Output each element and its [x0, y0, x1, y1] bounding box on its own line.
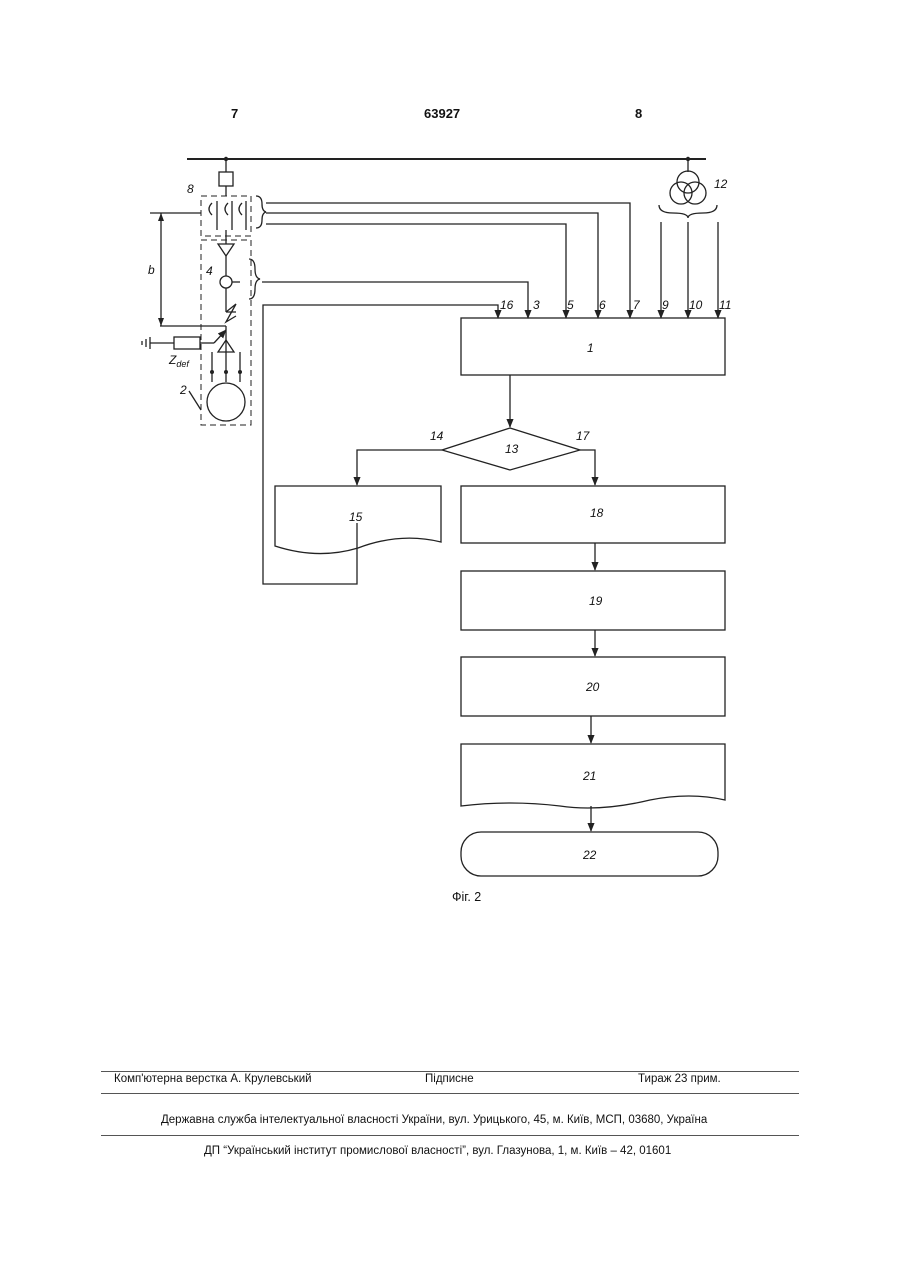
document-15-label: 15 [349, 510, 363, 524]
feeder-circuit [142, 157, 266, 425]
decision-13-label: 13 [505, 442, 519, 456]
footer-circulation: Тираж 23 прим. [638, 1073, 721, 1085]
motor-symbol [207, 383, 245, 421]
dimension-label-b: b [148, 263, 155, 277]
block-19-label: 19 [589, 594, 603, 608]
impedance-label: Zdef [168, 353, 190, 369]
footer-divider-middle [101, 1093, 799, 1094]
footer-signed: Підписне [425, 1073, 474, 1085]
transformer-label-12: 12 [714, 177, 728, 191]
footer-divider-bottom [101, 1135, 799, 1136]
document-21-label: 21 [582, 769, 596, 783]
meter-symbol [220, 276, 232, 288]
signal-lines [262, 203, 718, 584]
input-label-3: 3 [533, 298, 540, 312]
branch-label-17: 17 [576, 429, 591, 443]
block-20-label: 20 [585, 680, 600, 694]
footer-typesetting: Комп'ютерна верстка А. Крулевський [114, 1073, 312, 1085]
branch-label-14: 14 [430, 429, 444, 443]
transformer-12 [659, 157, 717, 218]
input-label-7: 7 [633, 298, 641, 312]
footer-institute: ДП “Український інститут промислової вла… [204, 1145, 671, 1157]
block-1-label: 1 [587, 341, 594, 355]
figure-caption: Фіг. 2 [452, 890, 481, 904]
motor-label-2: 2 [179, 383, 187, 397]
input-label-9: 9 [662, 298, 669, 312]
input-label-11: 11 [719, 298, 731, 312]
footer-divider-top [101, 1071, 799, 1072]
input-label-6: 6 [599, 298, 606, 312]
impedance-resistor [174, 337, 200, 349]
ct-label-8: 8 [187, 182, 194, 196]
input-label-5: 5 [567, 298, 574, 312]
terminal-22-label: 22 [582, 848, 597, 862]
meter-label-4: 4 [206, 264, 213, 278]
footer-agency: Державна служба інтелектуальної власност… [161, 1114, 707, 1126]
input-label-10: 10 [689, 298, 703, 312]
input-label-16: 16 [500, 298, 514, 312]
block-18-label: 18 [590, 506, 604, 520]
